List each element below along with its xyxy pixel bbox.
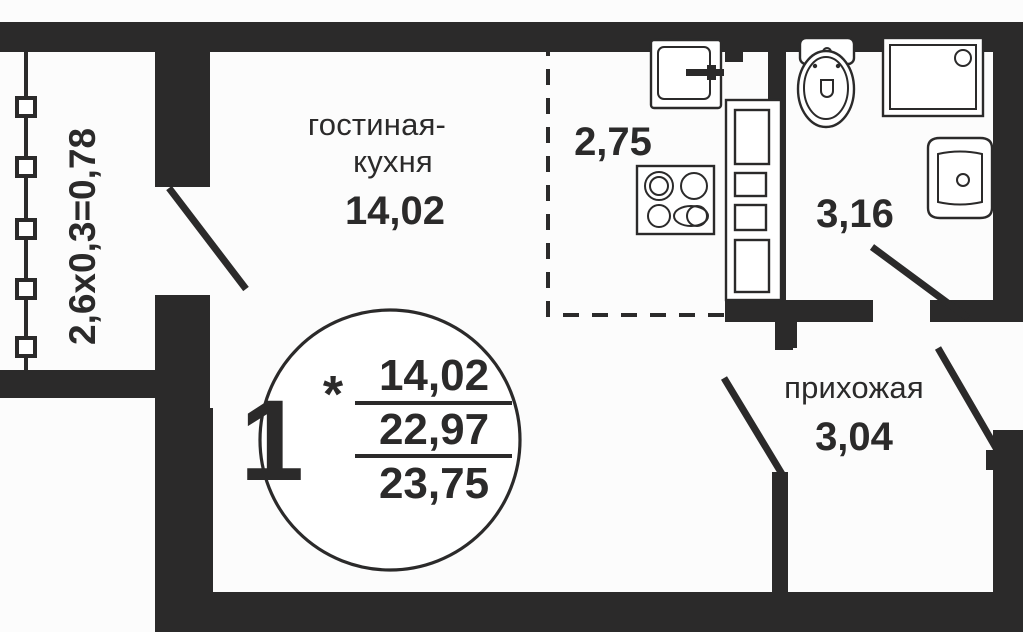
wall-balcony-bottom	[0, 370, 180, 398]
toilet-hinge-left	[812, 63, 818, 69]
door-leaf-entrance	[934, 346, 1000, 450]
door-leaf-hallway-left	[721, 376, 785, 476]
wall-shaft-left	[725, 22, 743, 62]
room-area-hallway: 3,04	[815, 415, 894, 459]
toilet-lid-detail	[820, 79, 834, 98]
kitchen-zone-dashed-path	[546, 40, 725, 317]
wall-interior-left-upper	[155, 22, 210, 187]
room-area-bathroom: 3,16	[816, 192, 894, 236]
kitchen-zone-boundary	[546, 40, 725, 317]
balcony-railing-icon	[15, 50, 37, 372]
shaft-duct-2	[733, 171, 768, 198]
walls-group	[0, 22, 1023, 632]
washbasin-bowl	[937, 150, 983, 206]
doors-group	[166, 185, 1000, 476]
stove-burner-bottom-left	[647, 204, 671, 228]
washbasin-drain	[956, 173, 970, 187]
summary-badge[interactable]: 1 * 14,02 22,97 23,75	[240, 308, 522, 572]
window-mullion	[182, 418, 191, 572]
room-label-hallway: прихожая	[784, 370, 924, 405]
toilet-bowl-outer	[796, 49, 856, 129]
wall-top-main	[170, 22, 1023, 52]
sink-faucet	[686, 69, 724, 76]
ventilation-shaft-icon	[724, 98, 783, 302]
balcony-label: 2,6x0,3=0,78	[62, 128, 103, 345]
window-edge-left	[155, 418, 162, 572]
room-area-living-kitchen: 14,02	[345, 189, 445, 233]
stove-burner-top-right	[680, 172, 708, 200]
window-icon	[155, 408, 213, 594]
badge-circle	[258, 308, 522, 572]
door-leaf-bathroom	[869, 244, 971, 321]
labels-group: 2,6x0,3=0,78 гостиная- кухня 14,02 2,75 …	[62, 107, 924, 459]
wall-bathroom-door-stub	[775, 338, 793, 350]
stove-burner-large-outer	[644, 171, 674, 201]
balcony-rail-post	[15, 336, 37, 358]
balcony-rail-post	[15, 278, 37, 300]
stove-burner-large-inner	[649, 176, 669, 196]
room-label-living-kitchen-line1: гостиная-	[308, 107, 446, 142]
wall-hallway-left-jamb	[772, 472, 788, 594]
balcony-rail-post	[15, 96, 37, 118]
shower-tray-outer	[881, 36, 985, 118]
room-area-kitchen-zone: 2,75	[574, 120, 652, 164]
toilet-hinge-right	[835, 63, 841, 69]
badge-rooms-count: 1	[240, 377, 304, 505]
window-edge-right	[204, 418, 213, 572]
shaft-duct-3	[733, 203, 768, 232]
badge-total-area: 23,75	[379, 459, 489, 508]
balcony-rail-post	[15, 156, 37, 178]
toilet-icon	[796, 36, 856, 129]
washbasin-icon	[926, 136, 994, 220]
badge-star: *	[323, 366, 344, 424]
shower-drain	[954, 49, 972, 67]
wall-shaft-stub	[775, 300, 797, 348]
room-label-living-kitchen-line2: кухня	[353, 144, 433, 179]
window-frame-top	[155, 408, 213, 418]
sink-faucet-head	[707, 65, 716, 80]
shower-tray-inner	[889, 44, 977, 110]
wall-bottom-exterior	[155, 592, 1023, 632]
shaft-duct-4	[733, 238, 771, 294]
badge-living-area: 14,02	[379, 351, 489, 400]
door-leaf-living	[166, 185, 249, 292]
wall-top-balcony	[0, 22, 170, 52]
wall-hallway-right-jamb	[986, 450, 998, 470]
washbasin-body	[926, 136, 994, 220]
toilet-seat	[803, 56, 849, 120]
stove-icon	[635, 164, 716, 236]
wall-bathroom-bottom	[725, 300, 873, 322]
window-frame-bottom	[155, 572, 213, 594]
stove-burner-oval-circle	[686, 205, 708, 227]
balcony-rail-post	[15, 218, 37, 240]
shaft-duct-1	[733, 108, 771, 166]
sink-icon	[649, 38, 724, 110]
badge-area-without-balcony: 22,97	[379, 405, 489, 454]
wall-right-exterior	[993, 22, 1023, 322]
shower-icon	[881, 36, 985, 118]
